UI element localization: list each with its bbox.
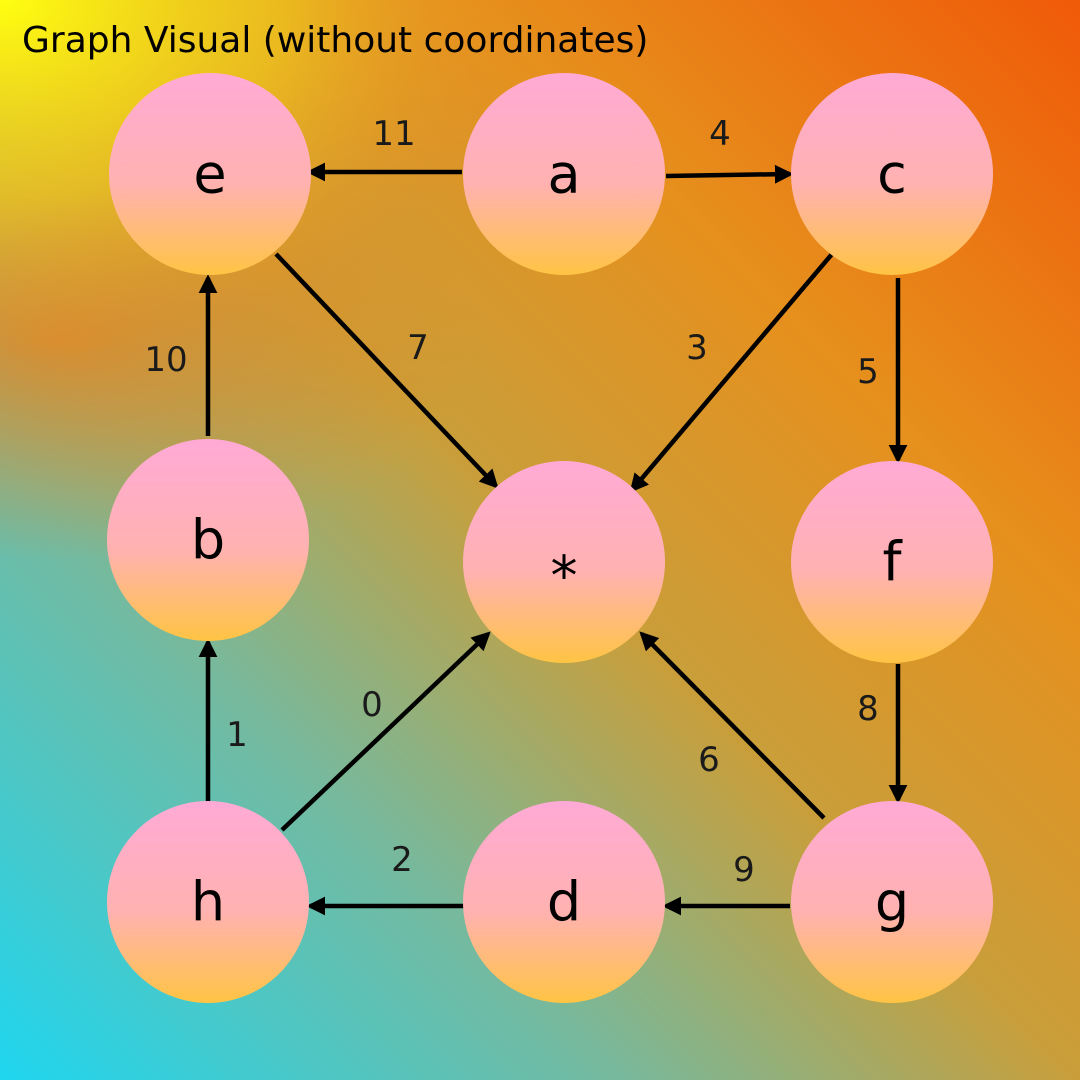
node-d: d [463, 801, 665, 1003]
node-label: f [882, 531, 903, 594]
node-f: f [791, 461, 993, 663]
node-label: b [191, 509, 225, 572]
node-label: c [877, 143, 907, 206]
node-circle [109, 73, 311, 275]
node-c: c [791, 73, 993, 275]
edge-g-to-star [639, 631, 826, 820]
edge-c-to-star [629, 252, 834, 493]
node-g: g [791, 801, 993, 1003]
edge-h-to-star [280, 631, 491, 832]
edge-e-to-star [274, 252, 499, 489]
edge-a-to-c [665, 164, 794, 184]
edge-weight-label: 11 [372, 114, 415, 154]
node-e: e [109, 73, 311, 275]
edge-weight-label: 6 [698, 740, 720, 780]
edge-weight-label: 1 [226, 715, 248, 755]
node-label: g [875, 871, 909, 934]
node-label: a [547, 143, 580, 206]
node-circle [107, 439, 309, 641]
edge-weight-label: 7 [407, 328, 429, 368]
node-circle [791, 461, 993, 663]
node-circle [463, 461, 665, 663]
node-circle [463, 73, 665, 275]
node-label: d [547, 871, 581, 934]
node-label: e [193, 143, 226, 206]
edge-weight-label: 2 [391, 840, 413, 880]
node-b: b [107, 439, 309, 641]
edge-weight-label: 3 [686, 328, 708, 368]
edge-weight-label: 5 [857, 352, 879, 392]
edge-weight-label: 8 [857, 689, 879, 729]
node-circle [791, 801, 993, 1003]
nodes-layer: a c e b * f h d g [107, 73, 993, 1003]
edges-layer [198, 162, 908, 916]
node-circle [463, 801, 665, 1003]
node-a: a [463, 73, 665, 275]
node-circle [107, 801, 309, 1003]
node-h: h [107, 801, 309, 1003]
edge-weight-label: 4 [709, 114, 731, 154]
node-label: * [551, 545, 578, 608]
page-title: Graph Visual (without coordinates) [22, 20, 649, 61]
node-circle [791, 73, 993, 275]
node-label: h [191, 871, 225, 934]
edge-weight-label: 9 [733, 850, 755, 890]
edge-weight-label: 0 [361, 685, 383, 725]
edge-weight-label: 10 [144, 340, 187, 380]
node-star: * [463, 461, 665, 663]
